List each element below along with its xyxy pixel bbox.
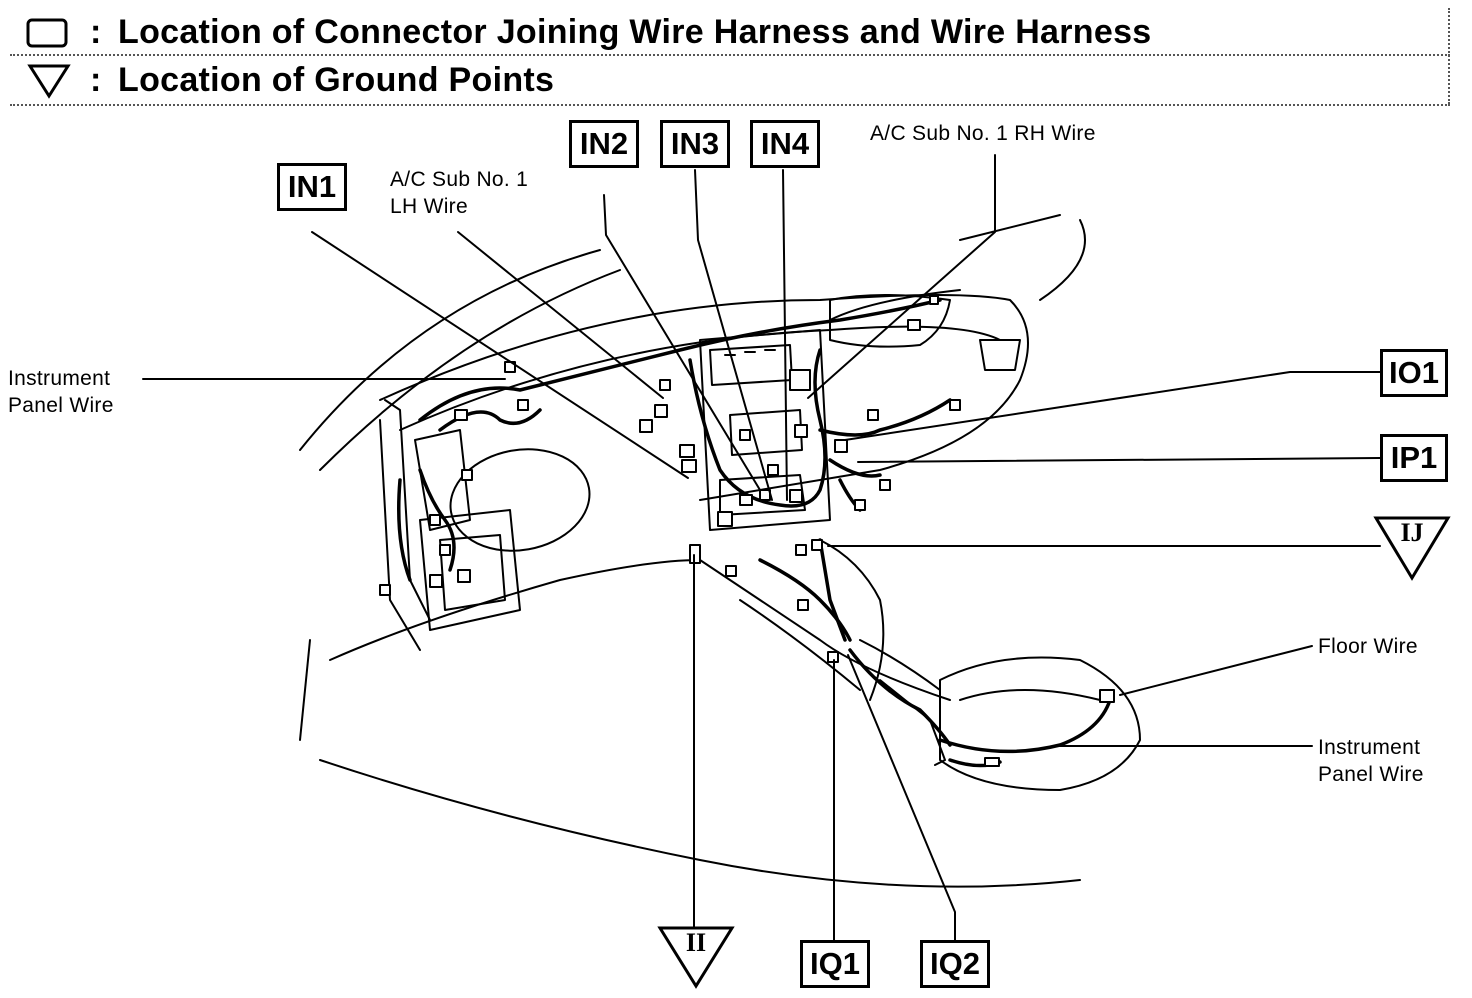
leader-in2 <box>603 194 761 491</box>
ground-triangle-icon <box>10 60 90 100</box>
leader-ip1 <box>857 457 1381 463</box>
lower-dash <box>329 559 701 661</box>
ground-ij-triangle-icon <box>1373 516 1451 581</box>
leader-in3 <box>694 169 773 501</box>
connector-box-icon <box>10 12 90 52</box>
glovebox <box>829 294 951 348</box>
legend-ground-row: : Location of Ground Points <box>10 58 554 102</box>
steering-outline <box>449 448 591 552</box>
legend-connector-row: : Location of Connector Joining Wire Har… <box>10 10 1151 54</box>
console-edge <box>699 559 951 701</box>
legend-ground-text: Location of Ground Points <box>118 60 555 99</box>
label-instrument-panel-wire-right: Instrument Panel Wire <box>1318 736 1424 786</box>
leader-ac-lh <box>457 231 664 399</box>
leader-ac-rh <box>807 154 996 399</box>
connector-in1: IN1 <box>277 163 347 211</box>
windshield-right-edge <box>1039 219 1086 301</box>
legend-connector-text: Location of Connector Joining Wire Harne… <box>118 12 1152 51</box>
connector-iq2: IQ2 <box>920 940 990 988</box>
connector-in4: IN4 <box>750 120 820 168</box>
floor-console <box>939 656 1141 791</box>
leader-in4 <box>782 169 788 501</box>
legend-colon-2: : <box>90 60 102 99</box>
legend-right-border <box>1448 8 1450 104</box>
center-stack <box>699 329 831 531</box>
connector-in3: IN3 <box>660 120 730 168</box>
label-ac-sub-lh-wire: A/C Sub No. 1 LH Wire <box>390 168 529 218</box>
ground-ii-triangle-icon <box>657 926 735 989</box>
connector-io1: IO1 <box>1380 349 1448 397</box>
leader-iq2 <box>847 654 956 941</box>
vent-right <box>979 339 1021 371</box>
label-floor-wire: Floor Wire <box>1318 635 1418 658</box>
windshield-left-edge <box>299 249 601 451</box>
legend-divider-bottom <box>10 104 1450 106</box>
cluster-bracket <box>414 429 471 531</box>
leader-in1 <box>311 231 689 479</box>
instrument-panel-wire <box>418 298 942 422</box>
ground-ii-label: II <box>685 928 707 957</box>
connector-iq1: IQ1 <box>800 940 870 988</box>
legend-colon: : <box>90 12 102 51</box>
ground-ij-label: IJ <box>1400 518 1424 547</box>
label-ac-sub-rh-wire: A/C Sub No. 1 RH Wire <box>870 122 1096 145</box>
legend: : Location of Connector Joining Wire Har… <box>10 8 1450 106</box>
label-instrument-panel-wire-left: Instrument Panel Wire <box>8 367 114 417</box>
connector-in2: IN2 <box>569 120 639 168</box>
legend-divider <box>10 54 1450 56</box>
dash-top-outline <box>379 294 1029 501</box>
lower-left-panel <box>419 509 521 631</box>
leader-io1 <box>844 371 1381 441</box>
leader-floor-wire <box>1119 645 1313 696</box>
floor-wire <box>758 558 852 642</box>
connector-ip1: IP1 <box>1380 434 1448 482</box>
